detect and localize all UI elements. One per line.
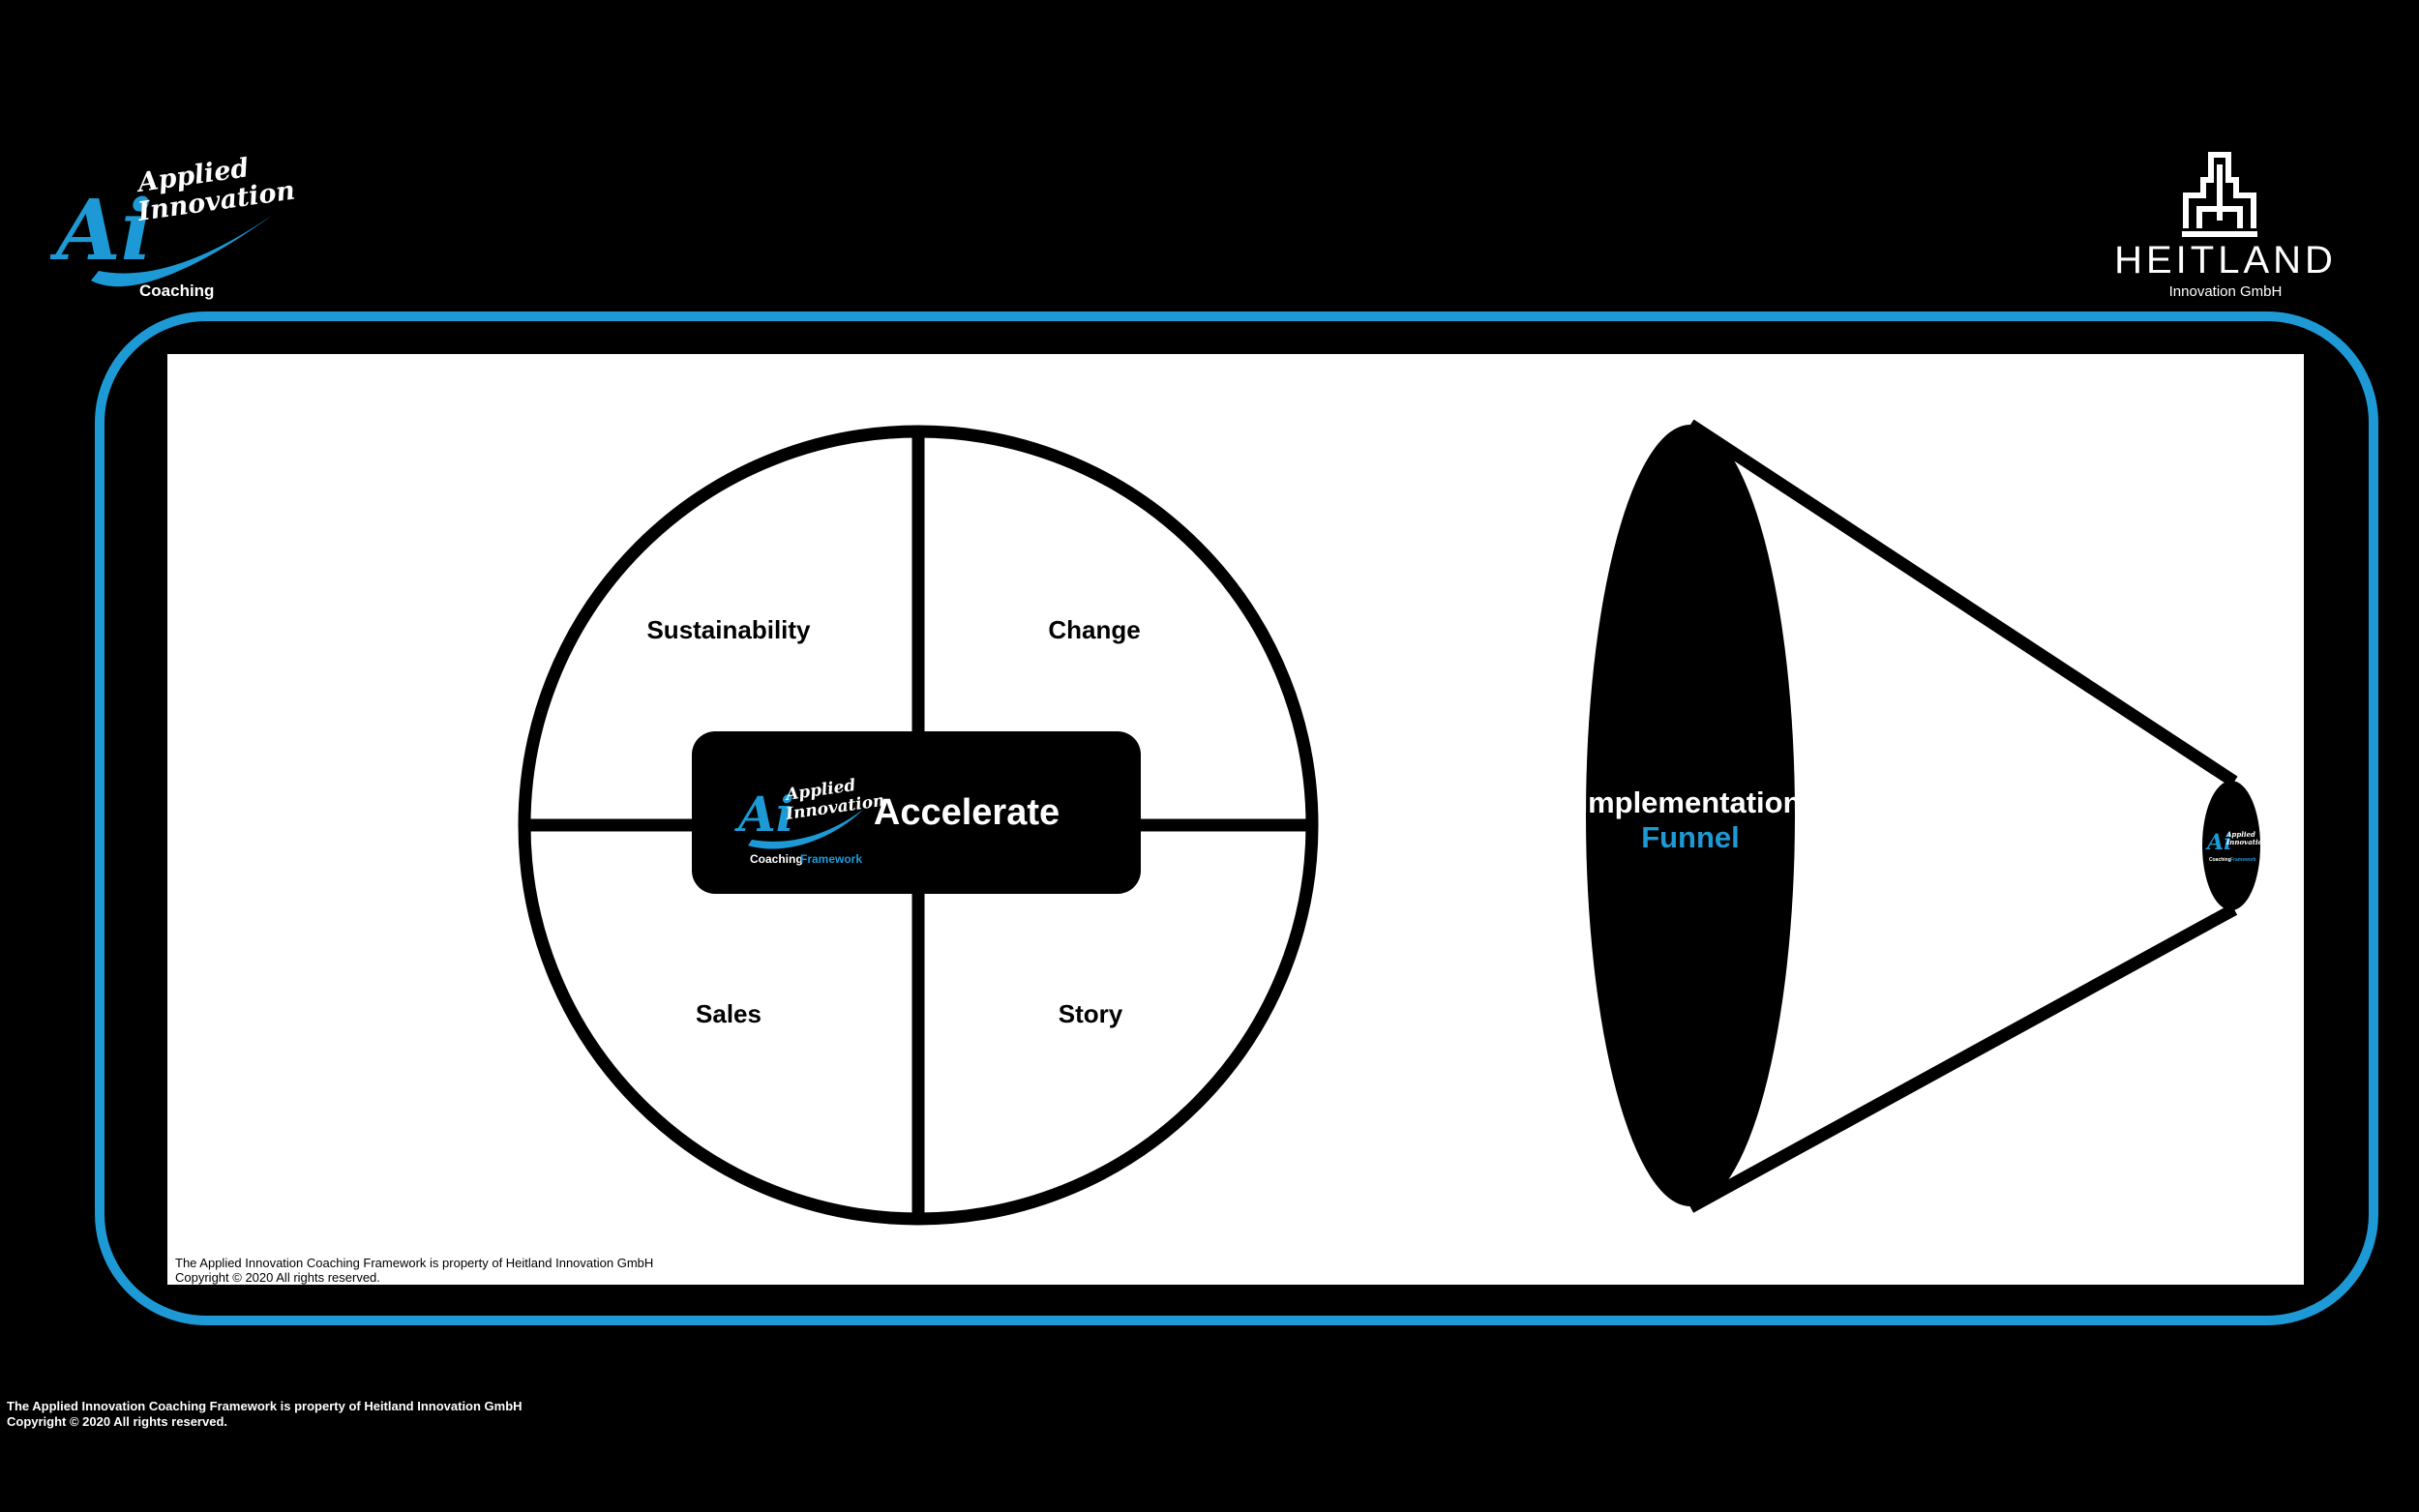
- inner-copyright: The Applied Innovation Coaching Framewor…: [175, 1256, 653, 1285]
- outer-copyright-line2: Copyright © 2020 All rights reserved.: [7, 1414, 228, 1429]
- tip-line-innovation: Innovation: [2225, 838, 2267, 846]
- quadrant-sales: Sales: [696, 999, 762, 1028]
- funnel-tip: [2202, 781, 2260, 910]
- framework-wheel: Sustainability Change Sales Story Ai App…: [518, 425, 1319, 1226]
- framework-canvas: Sustainability Change Sales Story Ai App…: [167, 354, 2304, 1285]
- badge-coaching: Coaching: [750, 852, 803, 866]
- accelerate-badge: Ai Applied Innovation Coaching Framework…: [692, 731, 1141, 894]
- inner-copyright-line1: The Applied Innovation Coaching Framewor…: [175, 1256, 654, 1270]
- badge-swoosh-mark: [748, 809, 864, 849]
- outer-copyright-line1: The Applied Innovation Coaching Framewor…: [7, 1399, 523, 1413]
- funnel-tip-badge: Ai Applied Innovation Coaching Framework: [2205, 830, 2267, 863]
- badge-framework: Framework: [800, 852, 862, 866]
- logo-subtitle-coaching: Coaching: [139, 282, 214, 300]
- heitland-wordmark: HEITLAND: [2114, 239, 2337, 282]
- inner-copyright-line2: Copyright © 2020 All rights reserved.: [175, 1270, 380, 1285]
- funnel-label-funnel: Funnel: [1641, 820, 1740, 854]
- heitland-emblem-icon: [2182, 152, 2257, 237]
- tip-line-applied: Applied: [2225, 830, 2255, 839]
- tip-ai-mark: Ai: [2205, 830, 2231, 855]
- outer-copyright: The Applied Innovation Coaching Framewor…: [7, 1399, 523, 1430]
- quadrant-sustainability: Sustainability: [646, 615, 811, 644]
- accelerate-title: Accelerate: [874, 792, 1060, 833]
- funnel-label-implementation: Implementation: [1579, 786, 1801, 819]
- funnel-sides: [1687, 419, 2238, 1213]
- tip-coaching: Coaching: [2209, 857, 2231, 863]
- quadrant-story: Story: [1059, 999, 1123, 1028]
- implementation-funnel: Implementation Funnel Ai Applied Innovat…: [1579, 419, 2267, 1213]
- ai-mark: Ai: [50, 182, 152, 280]
- badge-ai-mark: Ai: [734, 786, 794, 843]
- blue-frame: [95, 311, 2378, 1325]
- heitland-subtitle: Innovation GmbH: [2169, 283, 2283, 300]
- quadrant-change: Change: [1048, 615, 1140, 644]
- heitland-logo: HEITLAND Innovation GmbH: [2085, 145, 2366, 310]
- swoosh-mark: [91, 215, 273, 287]
- applied-innovation-logo: Ai Applied Innovation Coaching: [49, 153, 302, 310]
- funnel-mouth: [1586, 425, 1795, 1206]
- tip-framework: Framework: [2230, 857, 2256, 863]
